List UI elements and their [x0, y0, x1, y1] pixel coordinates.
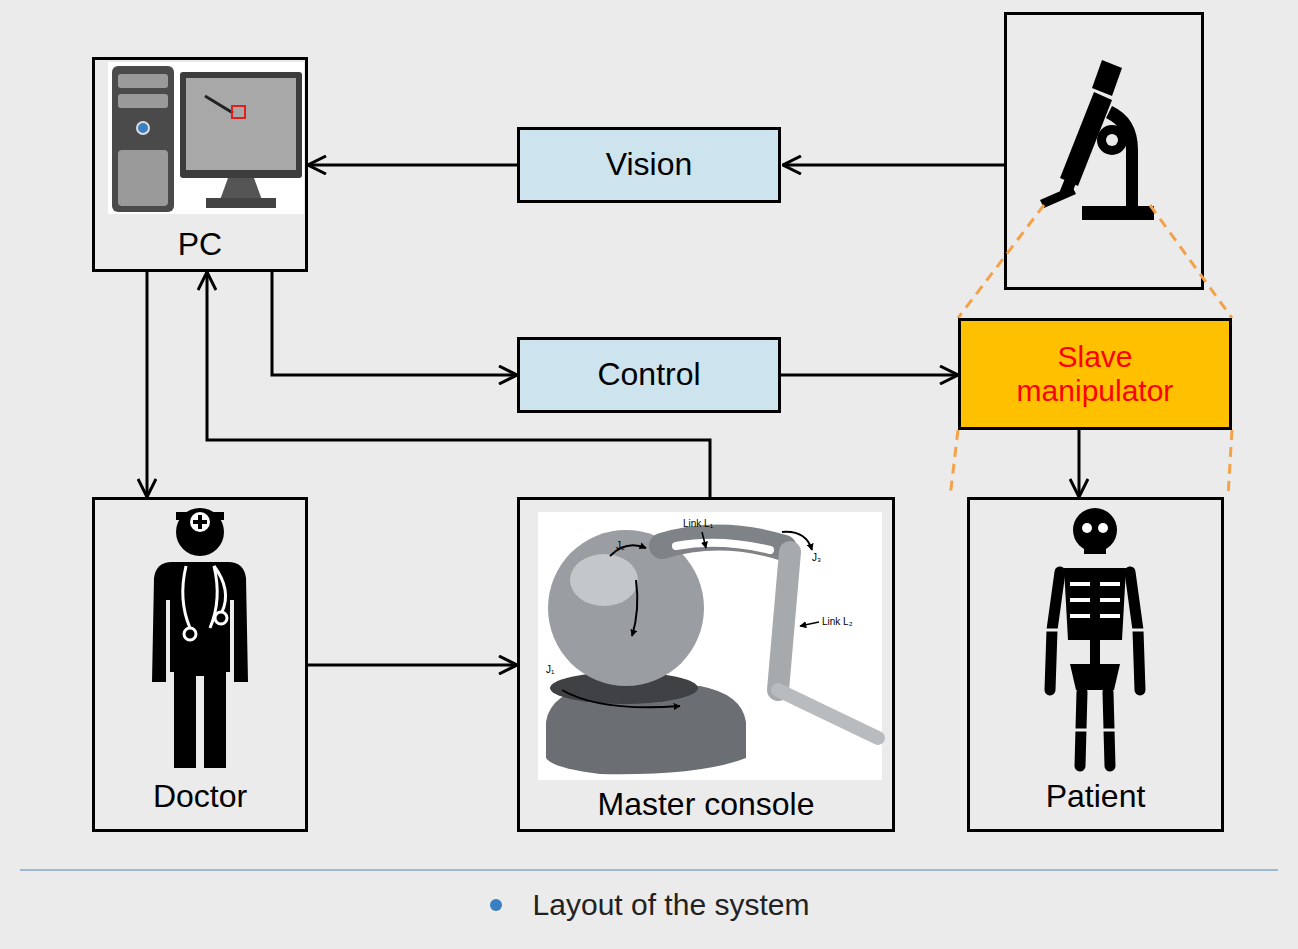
box-label: Control: [597, 357, 700, 393]
microscope-box: [1006, 14, 1203, 289]
vision-input-arrow: [783, 164, 1004, 167]
slave-manipulator-box: Slave manipulator: [958, 318, 1232, 430]
part-label: J₁: [546, 664, 554, 675]
box-label: PC: [178, 227, 222, 263]
flow-arrow: [272, 272, 517, 375]
skeleton-icon: [1045, 508, 1145, 766]
caption-row: Layout of the system: [0, 888, 1298, 922]
flow-arrow: [146, 272, 149, 497]
flow-arrow: [207, 272, 710, 497]
view-dashes: [950, 205, 1232, 497]
part-label: J₂: [616, 540, 625, 551]
computer-icon: [108, 62, 304, 214]
bullet-dot: [489, 898, 503, 912]
haptic-device-photo: [538, 512, 882, 780]
vision-box: Vision: [517, 127, 781, 203]
part-label: J₃: [812, 552, 821, 563]
separator-rule: [20, 869, 1278, 871]
box-label: Doctor: [153, 779, 247, 815]
figure-caption: Layout of the system: [533, 888, 810, 922]
flow-arrow: [308, 664, 517, 667]
flow-arrow: [781, 374, 958, 377]
microscope-icon: [1040, 60, 1154, 220]
doctor-icon: [152, 508, 248, 768]
box-label: Slave manipulator: [990, 340, 1200, 407]
box-label: Vision: [606, 147, 693, 183]
master-console-box: Master console: [517, 497, 895, 832]
doctor-box: Doctor: [92, 497, 308, 832]
pc-box: PC: [92, 57, 308, 272]
box-label: Master console: [598, 787, 815, 823]
flow-arrow: [1078, 430, 1081, 497]
patient-box: Patient: [967, 497, 1224, 832]
flow-arrow: [308, 164, 517, 167]
part-label: Link L₁: [683, 518, 713, 529]
part-label: Link L₂: [822, 616, 853, 627]
box-label: Patient: [1046, 779, 1146, 815]
control-box: Control: [517, 337, 781, 413]
